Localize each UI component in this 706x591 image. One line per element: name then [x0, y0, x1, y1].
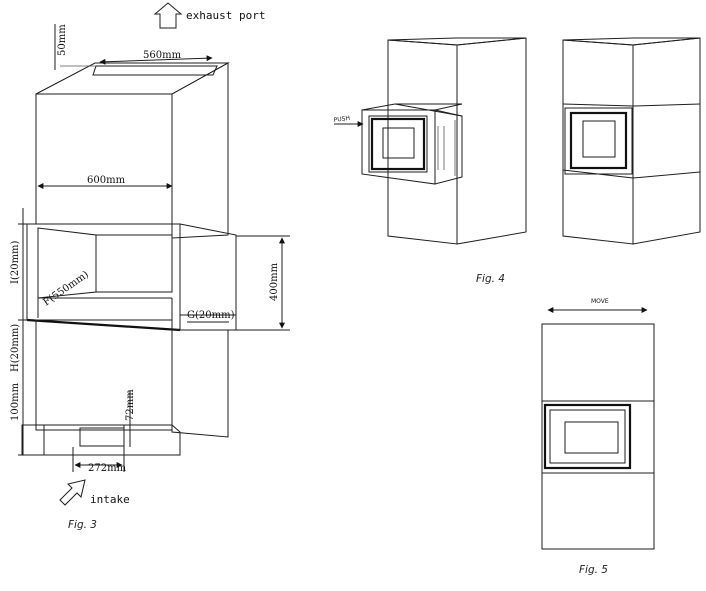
fig3-dim-50mm: 50mm [57, 24, 68, 56]
fig5-move-drawing: MOVE Fig. 5 [541, 298, 655, 576]
fig3-dim-g: G(20mm) [187, 310, 235, 321]
fig3-dim-560mm: 560mm [143, 50, 182, 61]
fig3-dim-f: F(550mm) [41, 269, 91, 308]
exhaust-arrow-icon [153, 2, 183, 29]
fig3-dim-i: I(20mm) [10, 240, 21, 284]
fig3-dim-100mm: 100mm [10, 382, 21, 421]
fig5-move-label: MOVE [591, 298, 609, 305]
fig3-exhaust-label: exhaust port [186, 9, 265, 22]
fig3-cabinet-drawing: exhaust port 50mm 560mm 600mm I(20mm) F(… [10, 2, 290, 531]
fig3-intake-label: intake [90, 493, 130, 506]
fig3-dim-272mm: 272mm [88, 463, 127, 474]
fig3-dim-400mm: 400mm [269, 262, 280, 301]
fig3-dim-72mm: 72mm [125, 389, 136, 421]
fig3-dim-600mm: 600mm [87, 175, 126, 186]
fig4-push-drawing: PUSH Fig. 4 [333, 37, 701, 285]
fig3-dim-h: H(20mm) [10, 324, 21, 372]
fig3-caption: Fig. 3 [68, 519, 97, 531]
fig4-push-label: PUSH [333, 115, 350, 124]
fig5-caption: Fig. 5 [579, 564, 608, 576]
intake-arrow-icon [59, 479, 86, 506]
fig4-caption: Fig. 4 [476, 273, 505, 285]
